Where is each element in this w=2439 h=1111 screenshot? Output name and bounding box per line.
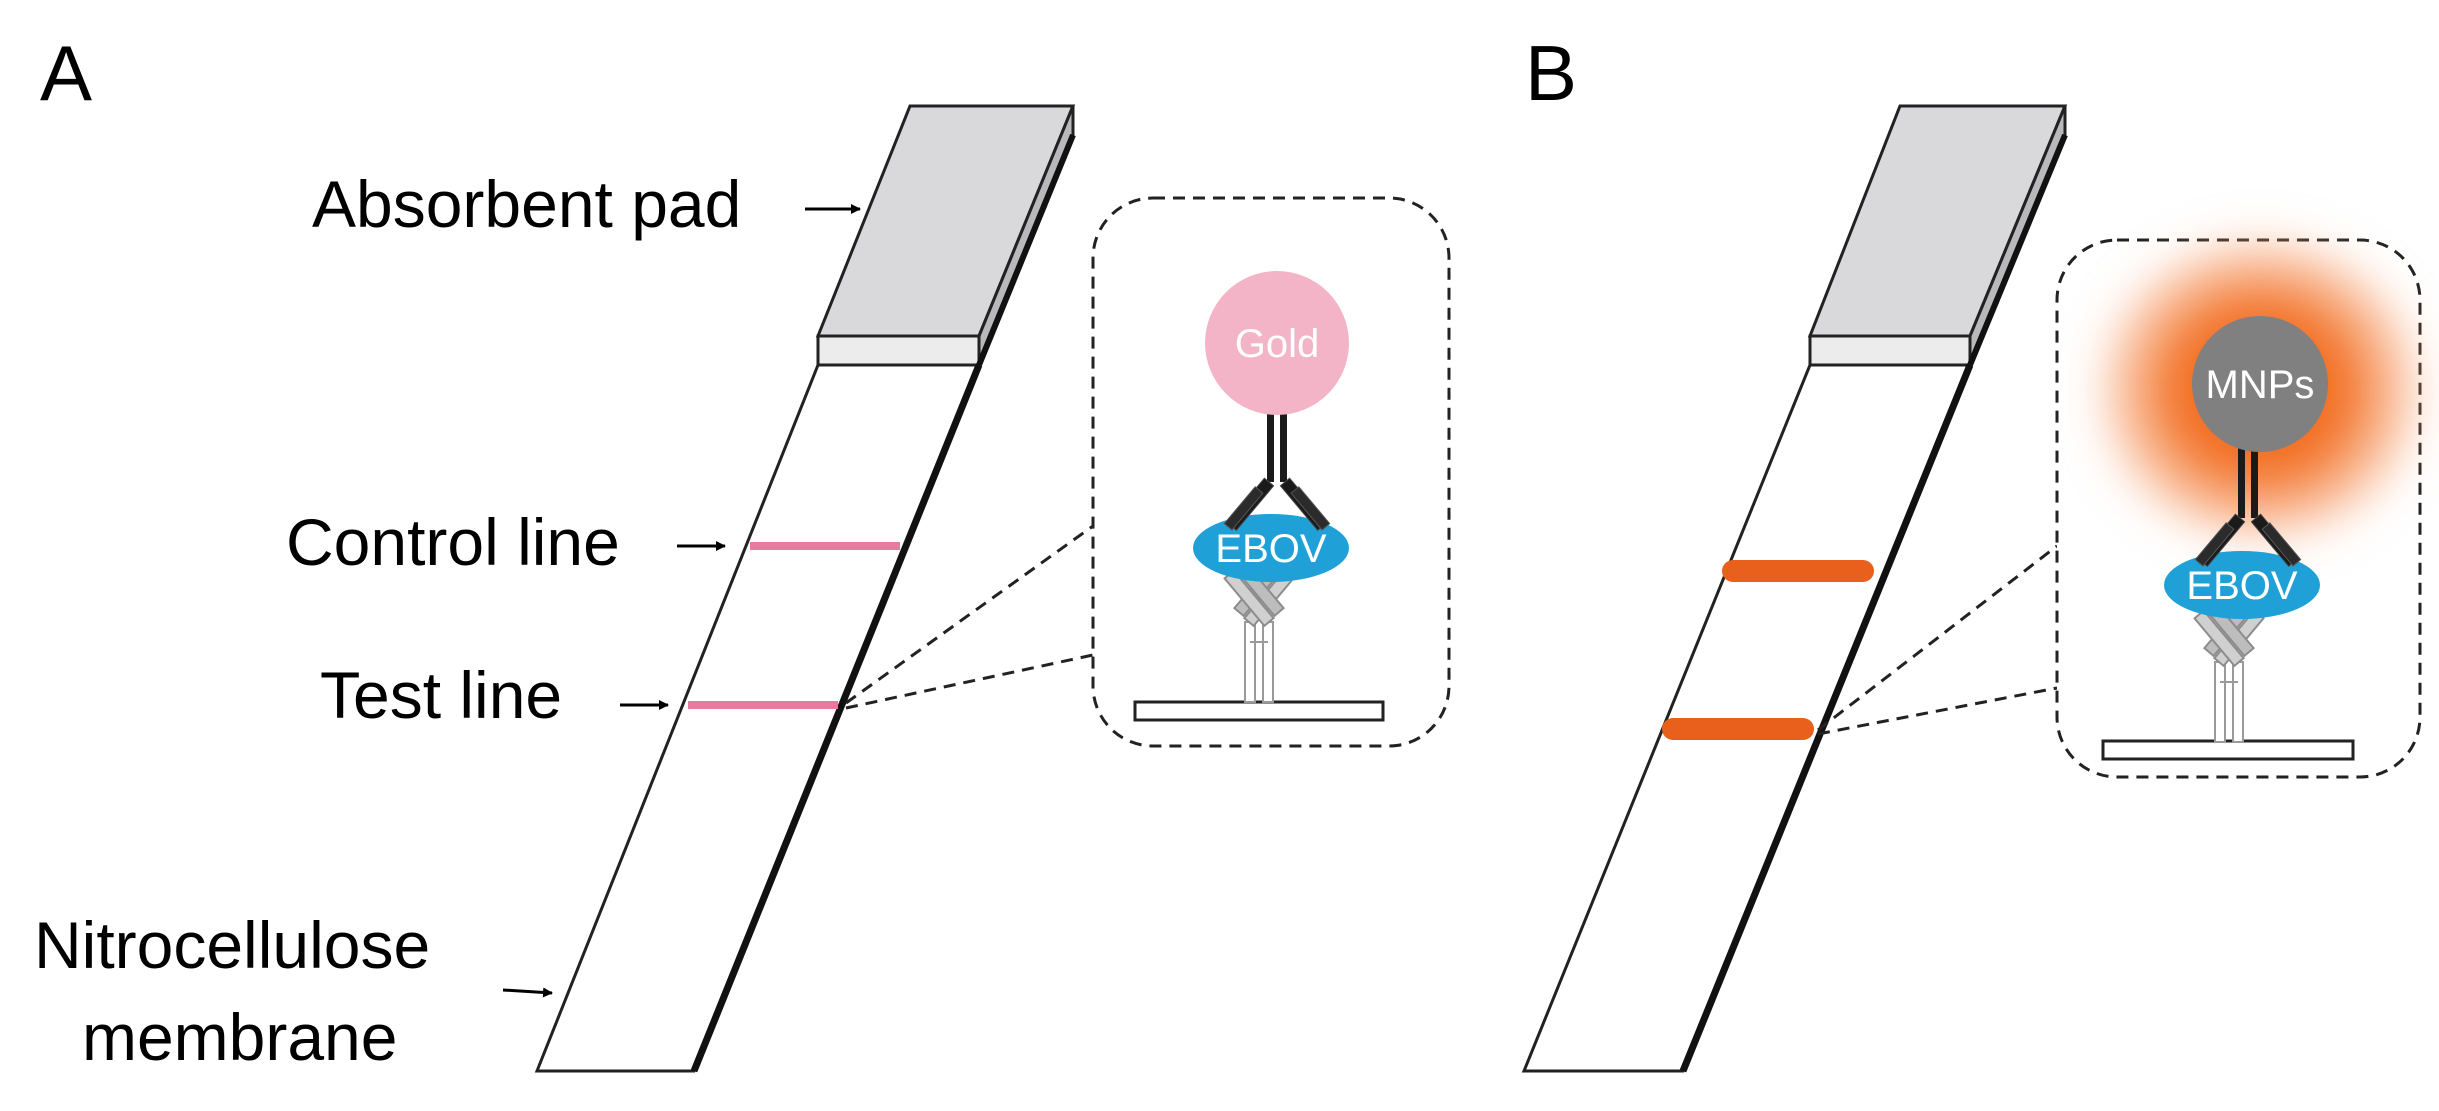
zoom-line-upper-a xyxy=(845,524,1094,705)
substrate-b xyxy=(2101,739,2355,761)
substrate-a xyxy=(1133,700,1385,722)
gold-label: Gold xyxy=(1235,322,1320,366)
membrane-label-line2: membrane xyxy=(82,1000,397,1074)
membrane-label-line1: Nitrocellulose xyxy=(34,908,430,982)
absorbent-pad-label: Absorbent pad xyxy=(312,167,741,241)
inset-b: EBOV MNPs xyxy=(2055,220,2439,779)
test-line-label: Test line xyxy=(320,658,562,732)
absorbent-pad-front xyxy=(816,334,981,367)
membrane-arrow xyxy=(502,987,553,998)
panel-a: A Absorbent pad Control line Test line xyxy=(34,29,1451,1074)
absorbent-pad-front-b xyxy=(1808,334,1972,367)
panel-b: B EBOV MNPs xyxy=(1521,29,2439,1073)
test-strip-a xyxy=(534,104,1076,1073)
panel-a-letter: A xyxy=(40,29,92,117)
ebov-label-a: EBOV xyxy=(1215,527,1326,571)
inset-a: EBOV Gold xyxy=(1091,196,1451,748)
panel-b-letter: B xyxy=(1525,29,1577,117)
zoom-line-lower-b xyxy=(1817,686,2058,736)
control-line-label: Control line xyxy=(286,505,620,579)
zoom-line-upper-b xyxy=(1817,544,2058,732)
mnp-particle xyxy=(2192,316,2328,452)
zoom-line-lower-a xyxy=(845,653,1094,710)
ebov-antigen-a xyxy=(1193,514,1349,582)
gold-particle xyxy=(1205,271,1349,415)
mnps-label: MNPs xyxy=(2206,363,2315,407)
nitrocellulose-membrane xyxy=(534,363,982,1073)
test-strip-b xyxy=(1521,104,2068,1073)
ebov-label-b: EBOV xyxy=(2186,564,2297,608)
ebov-antigen-b xyxy=(2164,551,2320,619)
